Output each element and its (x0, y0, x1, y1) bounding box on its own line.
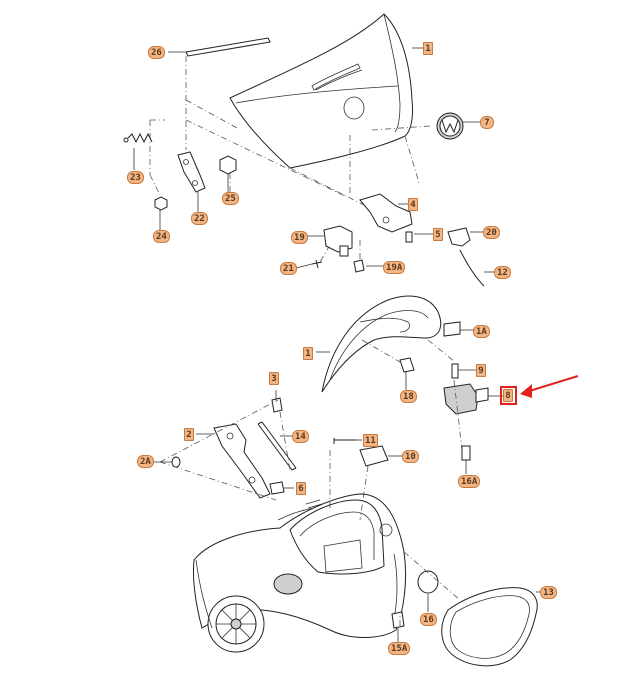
tail-light (273, 573, 303, 595)
callout-8-highlight (500, 386, 517, 405)
callout-20: 20 (483, 226, 500, 239)
rear-wheel (207, 595, 265, 653)
release-cable (459, 249, 485, 287)
callout-10: 10 (402, 450, 419, 463)
gas-strut (257, 421, 297, 471)
buffer-part (219, 155, 237, 175)
callout-11: 11 (363, 434, 378, 447)
seal-strip (185, 37, 271, 57)
callout-2a: 2A (137, 455, 154, 468)
callout-8: 8 (503, 389, 513, 402)
vw-emblem (436, 112, 464, 140)
hood-lock (359, 193, 413, 233)
callout-3: 3 (269, 372, 279, 385)
emblem-recess (343, 96, 365, 120)
callout-23: 23 (127, 171, 144, 184)
callout-19a: 19A (383, 261, 406, 274)
callout-19: 19 (291, 231, 308, 244)
latch-striker (359, 445, 389, 467)
callout-24: 24 (153, 230, 170, 243)
callout-1: 1 (423, 42, 433, 55)
nut-part (154, 196, 168, 211)
release-bracket (447, 227, 471, 247)
tailgate-hinge (213, 423, 271, 499)
sticker-1a (443, 321, 461, 337)
tailgate-lock (443, 383, 479, 415)
callout-13: 13 (540, 586, 557, 599)
callout-7: 7 (480, 116, 494, 129)
callout-15a: 15A (388, 642, 411, 655)
callout-26: 26 (148, 46, 165, 59)
callout-6: 6 (296, 482, 306, 495)
hood-vent (311, 63, 361, 91)
red-arrow-shaft (525, 375, 579, 393)
callout-22: 22 (191, 212, 208, 225)
red-arrow-head (520, 384, 532, 398)
callout-18: 18 (400, 390, 417, 403)
callout-9: 9 (476, 364, 486, 377)
callout-5: 5 (433, 228, 443, 241)
callout-25: 25 (222, 192, 239, 205)
callout-1-tailgate: 1 (303, 347, 313, 360)
callout-14: 14 (292, 430, 309, 443)
callout-1a: 1A (473, 325, 490, 338)
tailgate-seal (441, 587, 538, 667)
callout-2: 2 (184, 428, 194, 441)
hood-panel (229, 13, 413, 169)
callout-16: 16 (420, 613, 437, 626)
callout-16a: 16A (458, 475, 481, 488)
fuel-flap (417, 570, 439, 594)
callout-21: 21 (280, 262, 297, 275)
spring-part (123, 132, 153, 144)
hood-bracket (177, 151, 206, 193)
tailgate-panel (321, 295, 442, 393)
callout-12: 12 (494, 266, 511, 279)
callout-4: 4 (408, 198, 418, 211)
